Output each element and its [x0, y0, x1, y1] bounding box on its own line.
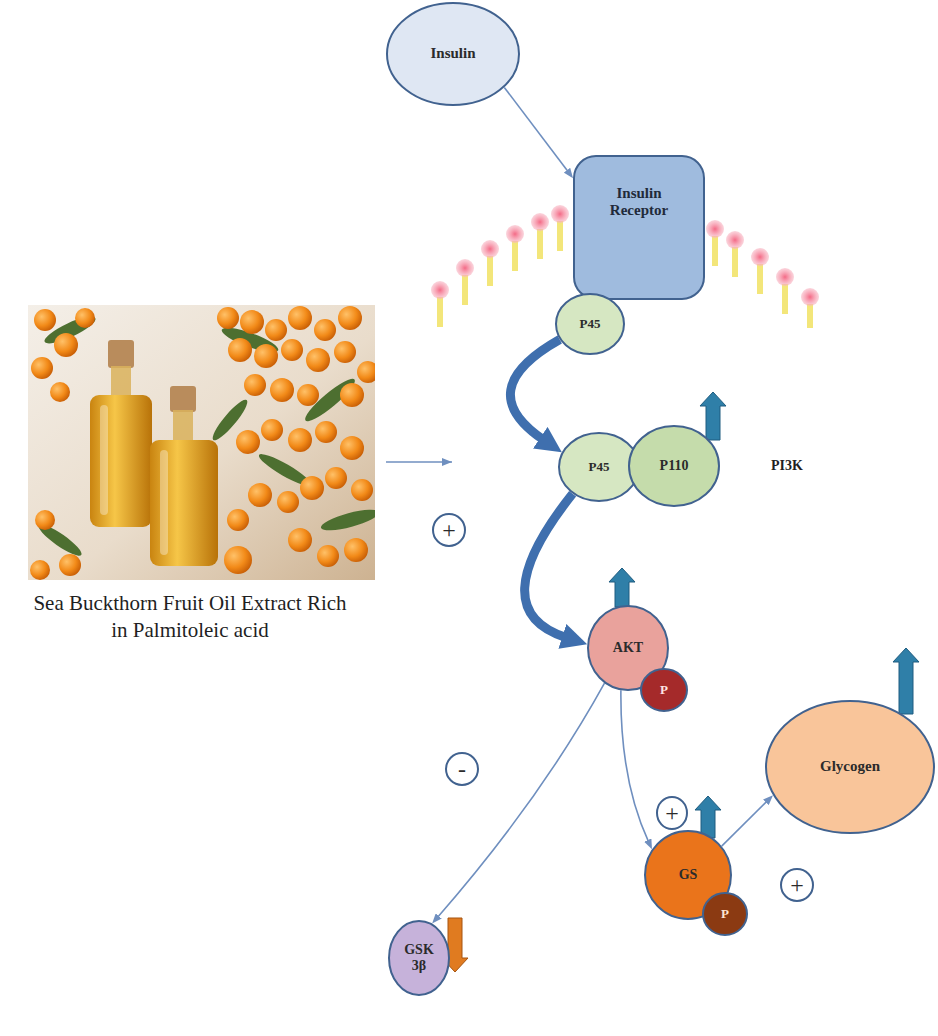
node-label: +	[790, 873, 804, 897]
sign-circle: +	[780, 868, 814, 902]
pathway-arrow	[525, 494, 573, 638]
node-outline	[559, 433, 639, 501]
node-label: Insulin Receptor	[594, 185, 684, 220]
node-label: +	[442, 518, 456, 542]
node-outline	[781, 869, 813, 901]
node-label: Glycogen	[820, 758, 880, 775]
node-outline	[446, 753, 478, 785]
subunit-circle: P45	[558, 432, 640, 502]
node-label: AKT	[613, 640, 643, 656]
level-arrows	[609, 392, 919, 838]
node-label: P	[660, 683, 668, 698]
phosphate-circle: P	[640, 668, 688, 712]
node-label: +	[665, 801, 679, 825]
node-label: P110	[660, 458, 689, 474]
node-outline	[574, 156, 704, 299]
node-outline	[556, 294, 624, 354]
increase-arrow	[893, 648, 919, 714]
node-label: Insulin	[430, 45, 475, 62]
pointer-arrow	[386, 461, 452, 463]
node-outline	[641, 669, 687, 711]
ligand-circle: Insulin	[386, 2, 520, 106]
increase-arrow	[609, 568, 635, 607]
subunit-circle: P110	[628, 425, 720, 507]
subunit-circle: P45	[555, 293, 625, 355]
node-shape	[573, 155, 705, 300]
complex-label: PI3K	[757, 457, 817, 475]
node-outline	[389, 921, 449, 995]
sign-circle: -	[445, 752, 479, 786]
node-label: P45	[589, 460, 610, 475]
connector-arrow	[504, 87, 568, 171]
extract-caption: Sea Buckthorn Fruit Oil Extract Rich in …	[30, 590, 350, 645]
sign-circle: +	[656, 796, 688, 830]
increase-arrow	[700, 392, 726, 440]
node-label: -	[458, 757, 466, 781]
node-label: P	[721, 907, 729, 922]
node-outline	[703, 893, 747, 935]
node-outline	[433, 514, 465, 546]
connector-arrow	[722, 801, 768, 846]
sea-buckthorn-photo	[28, 305, 375, 580]
node-outline	[766, 701, 934, 833]
kinase-circle: GSK 3β	[388, 920, 450, 996]
node-outline	[387, 3, 519, 105]
node-outline	[629, 426, 719, 506]
connector-arrow	[621, 690, 649, 842]
connector-arrow	[437, 683, 604, 917]
node-label: P45	[580, 317, 601, 332]
phosphate-circle: P	[702, 892, 748, 936]
node-label: GS	[679, 867, 698, 883]
node-outline	[657, 797, 687, 829]
pathway-arrow	[510, 340, 559, 440]
node-label: GSK 3β	[399, 942, 439, 974]
sign-circle: +	[432, 513, 466, 547]
product-ellipse: Glycogen	[765, 700, 935, 834]
receptor-box: Insulin Receptor	[573, 155, 705, 300]
